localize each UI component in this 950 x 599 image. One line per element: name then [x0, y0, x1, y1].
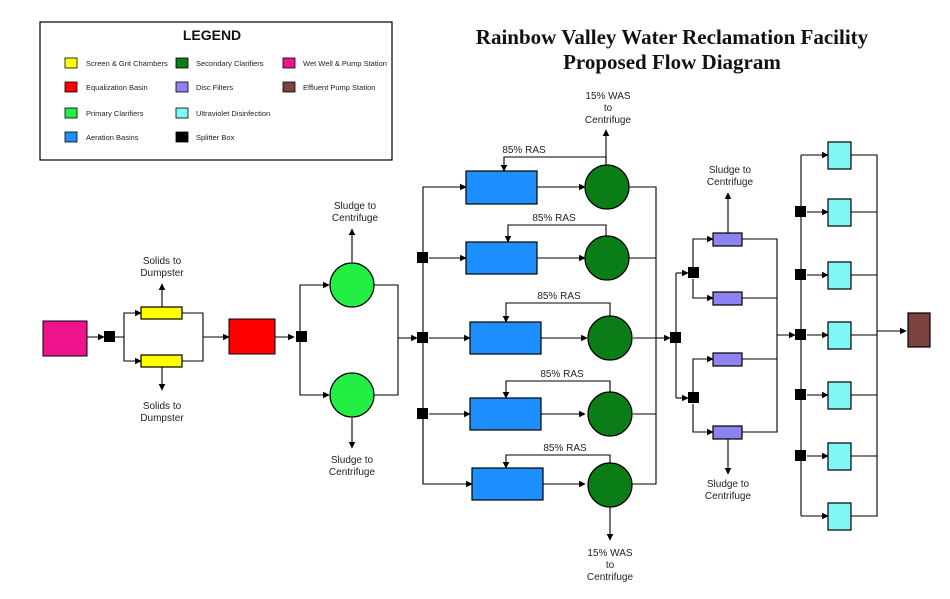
legend-label-effluent: Effluent Pump Station [303, 83, 375, 92]
screen-grit-chamber-1 [140, 306, 183, 320]
splitter-box-7 [688, 267, 699, 278]
legend-label-secondary: Secondary Clarifiers [196, 59, 264, 68]
was-bottom-label-line3: Centrifuge [587, 572, 634, 583]
splitter-box-4 [417, 332, 428, 343]
legend-label-aeration: Aeration Basins [86, 133, 139, 142]
legend-swatch-primary [64, 107, 78, 119]
legend-label-wetwell: Wet Well & Pump Station [303, 59, 387, 68]
legend-label-splitter: Splitter Box [196, 133, 235, 142]
uv-disinfection-7 [827, 502, 852, 531]
ras-label-2: 85% RAS [532, 213, 576, 224]
splitter-box-13 [795, 450, 806, 461]
uv-disinfection-5 [827, 381, 852, 410]
primary-sludge-bottom-label-line2: Centrifuge [329, 467, 376, 478]
primary-sludge-top-label-line1: Sludge to [334, 201, 377, 212]
legend-swatch-splitter [175, 131, 189, 143]
splitter-box-12 [795, 389, 806, 400]
disc-filter-1 [712, 232, 743, 247]
legend-swatch-equalization [64, 81, 78, 93]
uv-disinfection-3 [827, 261, 852, 290]
ras-label-4: 85% RAS [540, 369, 584, 380]
uv-disinfection-1 [827, 141, 852, 170]
splitter-box-11 [795, 329, 806, 340]
was-top-label-line2: to [604, 103, 613, 114]
uv-disinfection-6 [827, 442, 852, 471]
splitter-box-9 [795, 206, 806, 217]
splitter-box-8 [688, 392, 699, 403]
legend-label-primary: Primary Clarifiers [86, 109, 144, 118]
secondary-clarifier-1 [584, 164, 630, 210]
legend-swatch-wetwell [282, 57, 296, 69]
was-bottom-label-line1: 15% WAS [587, 548, 633, 559]
uv-disinfection-2 [827, 198, 852, 227]
solids-top-label-line1: Solids to [143, 256, 182, 267]
solids-bottom-label-line2: Dumpster [140, 413, 184, 424]
legend-swatch-screen [64, 57, 78, 69]
legend-label-uv: Ultraviolet Disinfection [196, 109, 270, 118]
primary-clarifier-2 [329, 372, 375, 418]
wet-well-pump-station [42, 320, 88, 357]
solids-top-label-line2: Dumpster [140, 268, 184, 279]
effluent-pump-station [907, 312, 931, 348]
legend-label-equalization: Equalization Basin [86, 83, 148, 92]
splitter-box-3 [417, 252, 428, 263]
disc-filter-3 [712, 352, 743, 367]
aeration-basin-3 [469, 321, 542, 355]
diagram-title-line2: Proposed Flow Diagram [563, 50, 781, 74]
was-top-label-line3: Centrifuge [585, 115, 632, 126]
legend-swatch-disc [175, 81, 189, 93]
was-top-label-line1: 15% WAS [585, 91, 631, 102]
legend: LEGEND Screen & Grit Chambers Equalizati… [39, 21, 393, 161]
legend-heading: LEGEND [183, 27, 241, 43]
uv-disinfection-4 [827, 321, 852, 350]
secondary-clarifier-4 [587, 391, 633, 437]
screen-grit-chamber-2 [140, 354, 183, 368]
aeration-basin-5 [471, 467, 544, 501]
splitter-box-1 [104, 331, 115, 342]
filter-sludge-top-label-line1: Sludge to [709, 165, 752, 176]
solids-bottom-label-line1: Solids to [143, 401, 182, 412]
legend-swatch-aeration [64, 131, 78, 143]
primary-sludge-top-label-line2: Centrifuge [332, 213, 379, 224]
legend-box [39, 21, 393, 161]
equalization-basin [228, 318, 276, 355]
aeration-basin-4 [469, 397, 542, 431]
legend-label-disc: Disc Filters [196, 83, 233, 92]
splitter-box-10 [795, 269, 806, 280]
filter-sludge-bottom-label-line2: Centrifuge [705, 491, 752, 502]
splitter-box-6 [670, 332, 681, 343]
legend-swatch-uv [175, 107, 189, 119]
disc-filter-2 [712, 291, 743, 306]
secondary-clarifier-3 [587, 315, 633, 361]
aeration-basin-2 [465, 241, 538, 275]
splitter-box-2 [296, 331, 307, 342]
secondary-clarifier-5 [587, 462, 633, 508]
was-bottom-label-line2: to [606, 560, 615, 571]
filter-sludge-bottom-label-line1: Sludge to [707, 479, 750, 490]
primary-clarifier-1 [329, 262, 375, 308]
ras-label-3: 85% RAS [537, 291, 581, 302]
ras-label-1: 85% RAS [502, 145, 546, 156]
aeration-basin-1 [465, 170, 538, 205]
filter-sludge-top-label-line2: Centrifuge [707, 177, 754, 188]
splitter-box-5 [417, 408, 428, 419]
legend-swatch-secondary [175, 57, 189, 69]
diagram-title-line1: Rainbow Valley Water Reclamation Facilit… [476, 25, 869, 49]
primary-sludge-bottom-label-line1: Sludge to [331, 455, 374, 466]
legend-label-screen: Screen & Grit Chambers [86, 59, 168, 68]
disc-filter-4 [712, 425, 743, 440]
ras-label-5: 85% RAS [543, 443, 587, 454]
secondary-clarifier-2 [584, 235, 630, 281]
legend-swatch-effluent [282, 81, 296, 93]
